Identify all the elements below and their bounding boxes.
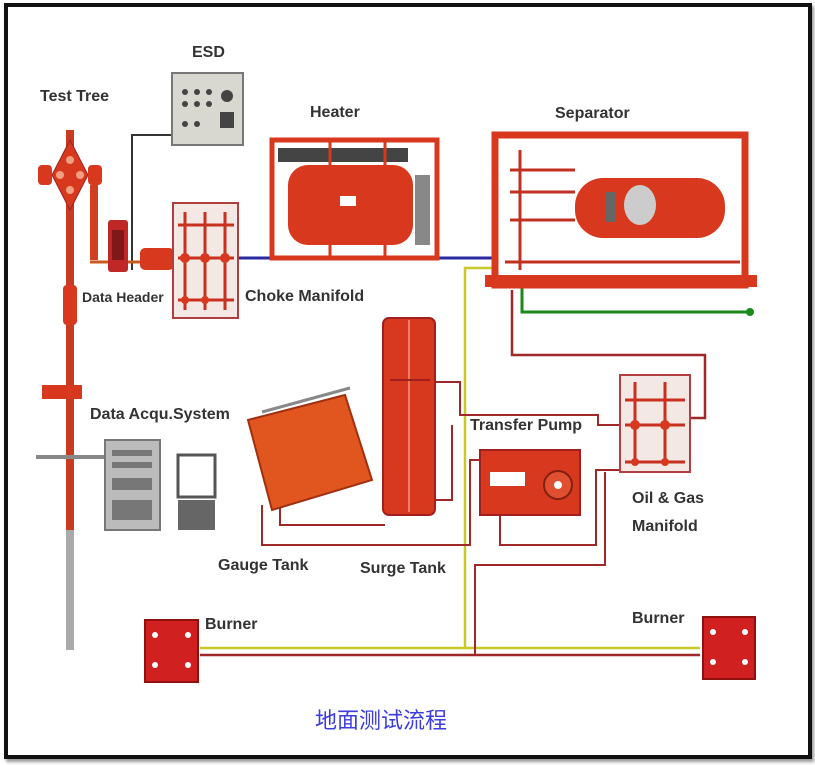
gauge-tank-line (261, 459, 482, 546)
choke-manifold (172, 202, 239, 319)
label-oil-gas-manifold-2: Manifold (632, 518, 698, 535)
pump-to-manifold-line (499, 469, 620, 546)
manifold-to-surge-line (436, 381, 620, 426)
burner-left-unit (144, 619, 199, 683)
heater (269, 137, 440, 261)
separator-to-manifold-line (510, 290, 707, 420)
label-burner-right: Burner (632, 610, 684, 627)
label-test-tree: Test Tree (40, 88, 109, 105)
esd-control-line (131, 134, 172, 270)
data-acquisition-system (104, 439, 217, 531)
gauge-tank (246, 386, 374, 512)
oil-gas-manifold (619, 374, 691, 473)
label-separator: Separator (555, 105, 630, 122)
surge-tank (382, 317, 436, 516)
label-data-header: Data Header (82, 289, 164, 305)
label-data-acqu-system: Data Acqu.System (90, 406, 230, 423)
test-tree (36, 130, 106, 650)
data-header (108, 220, 174, 272)
gas-line (463, 266, 700, 650)
label-transfer-pump: Transfer Pump (470, 417, 582, 434)
manifold-to-burner-line (474, 472, 606, 655)
label-heater: Heater (310, 104, 360, 121)
esd-panel (171, 72, 244, 146)
pipelines (90, 134, 754, 657)
label-oil-gas-manifold-1: Oil & Gas (632, 490, 704, 507)
burner-right-unit (702, 616, 756, 680)
label-surge-tank: Surge Tank (360, 560, 446, 577)
diagram-title: 地面测试流程 (315, 709, 447, 734)
surge-to-pump-line (436, 425, 453, 501)
label-burner-left: Burner (205, 616, 257, 633)
oil-outlet-arrow (746, 308, 754, 316)
transfer-pump (479, 449, 581, 516)
label-gauge-tank: Gauge Tank (218, 557, 308, 574)
label-esd: ESD (192, 44, 225, 61)
separator (485, 131, 757, 289)
label-choke-manifold: Choke Manifold (245, 288, 364, 305)
